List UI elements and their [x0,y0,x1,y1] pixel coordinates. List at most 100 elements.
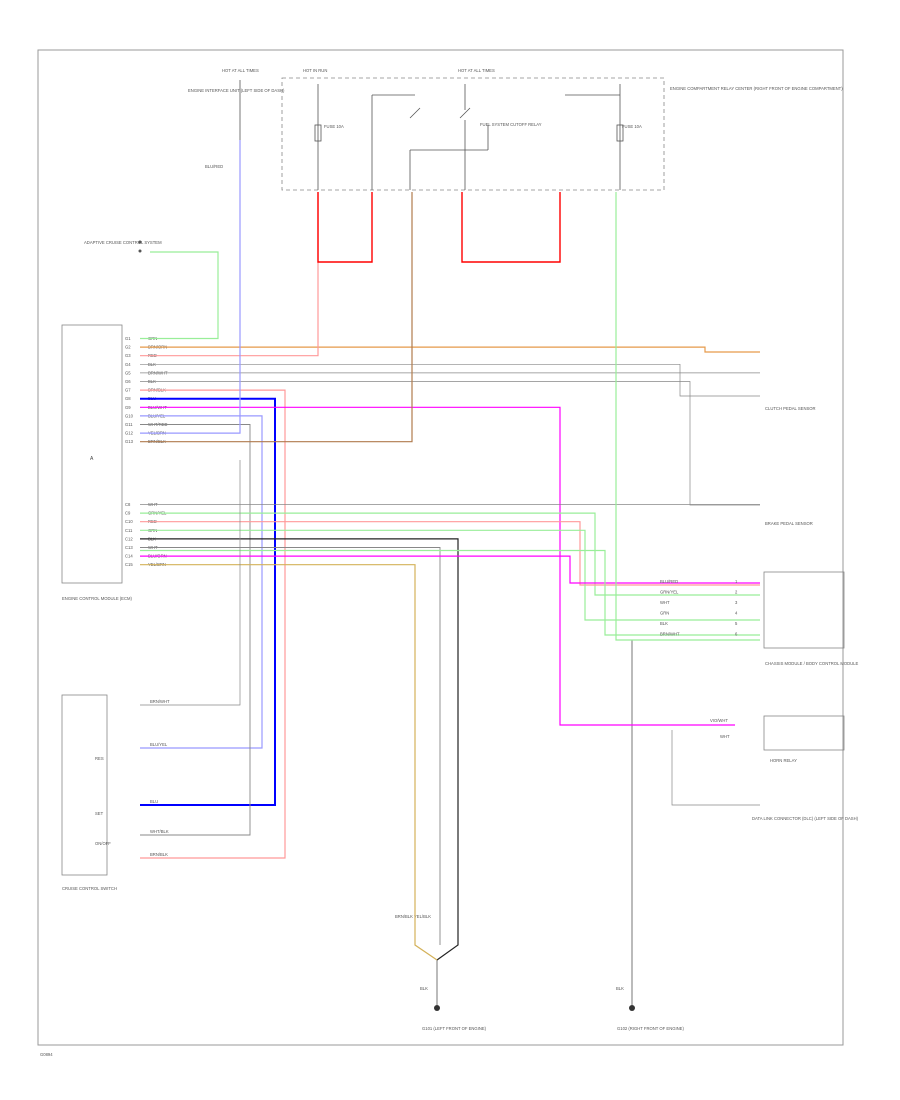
switch-wire-label: BLU [150,799,158,804]
wire-wht-red-switch [140,424,251,836]
ecm-label: ENGINE CONTROL MODULE (ECM) [62,596,132,601]
chassis-wire-label: GRN [660,611,669,616]
wire-blu-grn [140,555,760,584]
wire-brn-orn-clutch [140,346,760,353]
wire-label-blu-red: BLU/RED [205,164,223,169]
chassis-pin-label: 1 [735,579,738,584]
connector-ref: ADAPTIVE CRUISE CONTROL SYSTEM [84,240,162,245]
ground-left [434,960,440,1011]
chassis-wire-label: BLU/RED [660,579,678,584]
ecm-pin-label: G3 [125,353,131,358]
ecm-pin-label: G9 [125,405,131,410]
wire-blk [140,363,760,397]
connector-dot-a [138,240,142,244]
chassis-pin-label: 4 [735,611,738,616]
fuse-b-label: FUSE 10A [622,124,642,129]
chassis-wire-label: WHT [660,600,670,605]
switch-wire-label: BLU/YEL [150,742,168,747]
wire-grn-yel [140,512,760,596]
ecm-pin-label: G10 [125,413,134,418]
ecm-pin-label: G4 [125,362,131,367]
fuse-internals [239,80,621,190]
wire-red-loop-a [317,192,373,263]
switch-wire-label: WHT/BLK [150,829,169,834]
chassis-module-box [763,571,845,649]
horn-relay-box [763,715,845,751]
ecm-pin-label: C11 [125,528,133,533]
left-ref-label: ENGINE INTERFACE UNIT (LEFT SIDE OF DASH… [188,88,285,93]
ecm-pin-label: C9 [125,511,131,516]
wire-grn-chassis [140,529,760,621]
chassis-wire-label: BLK [660,621,668,626]
ecm-pin-label: C8 [125,502,131,507]
chassis-pin-label: 3 [735,600,738,605]
fuse-right-label: HOT AT ALL TIMES [222,68,259,73]
wire-blk-ground [140,538,459,961]
page-tag: G0894 [40,1052,53,1057]
chassis-module-label: CHASSIS MODULE / BODY CONTROL MODULE [765,661,859,666]
ecm-pin-label: G2 [125,345,131,350]
wire-grn-to-connector [140,251,219,340]
switch-pin-label: RES [95,756,104,761]
ecm-pin-label: G8 [125,396,131,401]
ecm-module [61,324,123,584]
ecm-pin-label: G1 [125,336,131,341]
wire-grn-chassis-b [140,549,760,636]
wire-brn-blk-switch [140,389,286,859]
wire-fuse-to-chassis [615,192,760,641]
wire-brn-blk-top [140,192,413,443]
ground-right-label: G102 (RIGHT FRONT OF ENGINE) [617,1026,684,1031]
ground-right [629,640,635,1011]
ecm-ref: A [90,456,94,462]
horn-wire-label: VIO/WHT [710,718,728,723]
ecm-pin-label: C14 [125,554,133,559]
ecm-pin-label: C13 [125,545,133,550]
switch-pin-label: ON/OFF [95,841,111,846]
ground-left-wire: BLK [420,986,428,991]
fuse-left-label: HOT IN RUN [303,68,327,73]
ecm-pin-label: C10 [125,519,133,524]
horn-relay-label: HORN RELAY [770,758,797,763]
chassis-pin-label: 2 [735,590,738,595]
fuse-a-label: FUSE 10A [324,124,344,129]
ecm-pin-label: G11 [125,422,133,427]
ground-right-wire: BLK [616,986,624,991]
cruise-switch-label: CRUISE CONTROL SWITCH [62,886,117,891]
ecm-pin-label: G13 [125,439,134,444]
cruise-switch-box [61,694,108,876]
fuse-mid-label: HOT AT ALL TIMES [458,68,495,73]
ecm-pin-label: G12 [125,431,134,436]
wire-blu-switch [140,397,276,806]
switch-wire-label: BRN/WHT [150,699,170,704]
ecm-pin-label: G5 [125,370,131,375]
switch-label: FUEL SYSTEM CUTOFF RELAY [480,122,542,127]
ground-left-label: G101 (LEFT FRONT OF ENGINE) [422,1026,487,1031]
brake-sensor-label: BRAKE PEDAL SENSOR [765,521,813,526]
ecm-pin-label: G7 [125,388,131,393]
wire-wht-ground [140,547,441,945]
connector-dot-b [138,249,142,253]
wire-blu-red-top [140,140,241,434]
wire-red-fuse [140,192,319,357]
wire-blk-brake [140,381,760,506]
fuse-symbols [314,107,624,142]
fuse-block-outline [281,77,665,191]
wire-blu-yel-switch [140,415,263,749]
wire-red-loop-b [461,192,561,263]
wire-data-link [671,730,760,806]
data-link-label: DATA LINK CONNECTOR (DLC) (LEFT SIDE OF … [752,816,859,821]
chassis-wire-label: BRN/WHT [660,632,680,637]
switch-wire-label: BRN/BLK [150,852,168,857]
switch-pin-label: SET [95,811,104,816]
wire-red-chassis [140,521,760,586]
chassis-pin-label: 6 [735,632,738,637]
wire-yel-brn-ground [140,564,438,961]
right-ref-label: ENGINE COMPARTMENT RELAY CENTER (RIGHT F… [670,86,843,91]
clutch-sensor-label: CLUTCH PEDAL SENSOR [765,406,816,411]
chassis-wire-label: GRN/YEL [660,590,679,595]
ground-splice-label: BRN/BLK YEL/BLK [395,914,431,919]
wire-switch-to-ecm [140,460,241,706]
